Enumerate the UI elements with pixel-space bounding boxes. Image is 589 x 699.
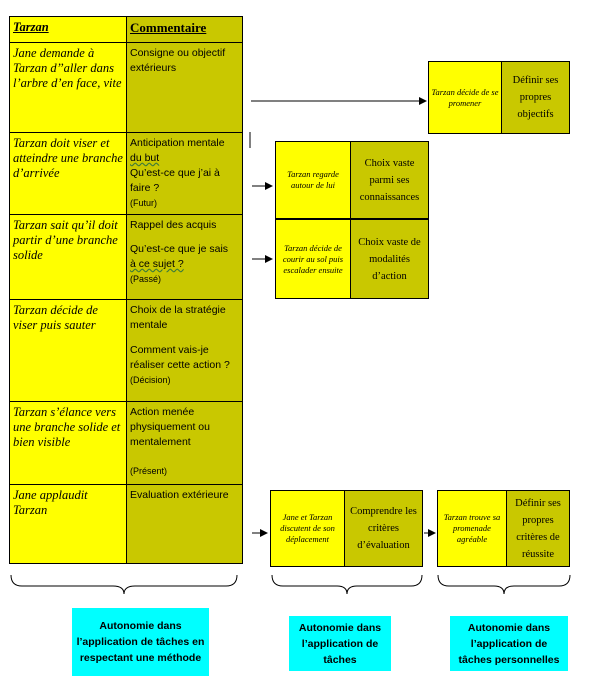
row1-line0: Anticipation mentale xyxy=(130,137,225,149)
table-row-1-left: Tarzan doit viser et atteindre une branc… xyxy=(10,133,127,215)
table-row-4-left: Tarzan s’élance vers une branche solide … xyxy=(10,402,127,485)
box-choose-action: Tarzan décide de courir au sol puis esca… xyxy=(275,219,429,299)
row0-line0: Consigne ou objectif extérieurs xyxy=(130,47,226,74)
brace-3 xyxy=(437,574,571,595)
table-row-0-right: Consigne ou objectif extérieurs xyxy=(127,43,242,133)
row5-line0: Evaluation extérieure xyxy=(130,489,229,501)
table-row-3-right: Choix de la stratégie mentale Comment va… xyxy=(127,300,242,402)
box3-right: Choix vaste de modalités d’action xyxy=(350,220,428,298)
table-row-1-right: Anticipation mentale du but Qu’est-ce qu… xyxy=(127,133,242,215)
row3-line1: Comment vais-je réaliser cette action ? xyxy=(130,344,230,371)
box-success-criteria: Tarzan trouve sa promenade agréable Défi… xyxy=(437,490,570,567)
box-define-objectives: Tarzan décide de se promener Définir ses… xyxy=(428,61,570,134)
table-row-5-left: Jane applaudit Tarzan xyxy=(10,485,127,563)
row2-line0: Rappel des acquis xyxy=(130,219,217,231)
brace-1 xyxy=(10,574,238,595)
row1-line3: (Futur) xyxy=(130,198,157,208)
box1-left: Tarzan décide de se promener xyxy=(429,62,501,133)
box2-left: Tarzan regarde autour de lui xyxy=(276,142,350,218)
table-row-3-left: Tarzan décide de viser puis sauter xyxy=(10,300,127,402)
row4-line1: (Présent) xyxy=(130,466,168,476)
row2-line3: (Passé) xyxy=(130,274,162,284)
row1-line2: Qu’est-ce que j’ai à faire ? xyxy=(130,167,220,194)
row3-line2: (Décision) xyxy=(130,375,171,385)
box2-right: Choix vaste parmi ses connaissances xyxy=(350,142,428,218)
label-autonomy-tasks: Autonomie dans l’application de tâches xyxy=(289,616,391,671)
label-autonomy-personal: Autonomie dans l’application de tâches p… xyxy=(450,616,568,671)
box-evaluation-criteria: Jane et Tarzan discutent de son déplacem… xyxy=(270,490,423,567)
table-row-5-right: Evaluation extérieure xyxy=(127,485,242,563)
row3-line0: Choix de la stratégie mentale xyxy=(130,304,226,331)
box5-left: Tarzan trouve sa promenade agréable xyxy=(438,491,506,566)
row4-line0: Action menée physiquement ou mentalement xyxy=(130,406,210,448)
box4-right: Comprendre les critères d’évaluation xyxy=(344,491,422,566)
table-row-2-left: Tarzan sait qu’il doit partir d’une bran… xyxy=(10,215,127,300)
box-choose-knowledge: Tarzan regarde autour de lui Choix vaste… xyxy=(275,141,429,219)
row1-line1: du but xyxy=(130,152,160,164)
table-header-tarzan: Tarzan xyxy=(10,17,127,43)
table-row-0-left: Jane demande à Tarzan d’’aller dans l’ar… xyxy=(10,43,127,133)
header-commentaire-label: Commentaire xyxy=(130,20,207,35)
row2-line2: à ce sujet ? xyxy=(130,258,184,270)
table-row-2-right: Rappel des acquis Qu’est-ce que je sais … xyxy=(127,215,242,300)
table-header-commentaire: Commentaire xyxy=(127,17,242,43)
box1-right: Définir ses propres objectifs xyxy=(501,62,569,133)
label-autonomy-method: Autonomie dans l’application de tâches e… xyxy=(72,608,209,676)
row2-line1: Qu’est-ce que je sais xyxy=(130,243,229,255)
method-table: Tarzan Commentaire Jane demande à Tarzan… xyxy=(9,16,243,564)
header-tarzan-label: Tarzan xyxy=(13,20,49,34)
box5-right: Définir ses propres critères de réussite xyxy=(506,491,569,566)
box4-left: Jane et Tarzan discutent de son déplacem… xyxy=(271,491,344,566)
box3-left: Tarzan décide de courir au sol puis esca… xyxy=(276,220,350,298)
brace-2 xyxy=(271,574,423,595)
table-row-4-right: Action menée physiquement ou mentalement… xyxy=(127,402,242,485)
